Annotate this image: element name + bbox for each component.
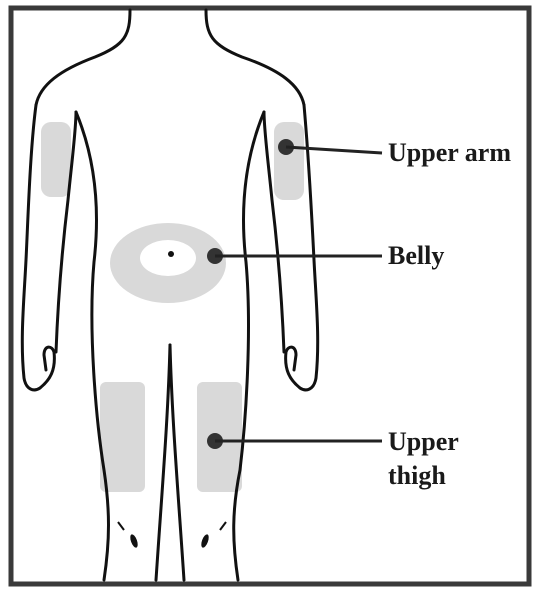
belly-label: Belly <box>388 239 444 273</box>
navel-mark <box>168 251 174 257</box>
right-upper-arm-zone <box>41 122 71 197</box>
diagram-frame <box>11 8 529 584</box>
upper-arm-label: Upper arm <box>388 136 511 170</box>
upper-thigh-label-line1: Upper <box>388 425 459 459</box>
navel-exclusion-area <box>140 240 196 276</box>
knee-marks <box>118 522 226 549</box>
right-thigh-zone <box>100 382 145 492</box>
left-upper-arm-zone <box>274 122 304 200</box>
upper-thigh-label: Upper thigh <box>388 425 459 493</box>
upper-thigh-label-line2: thigh <box>388 459 459 493</box>
